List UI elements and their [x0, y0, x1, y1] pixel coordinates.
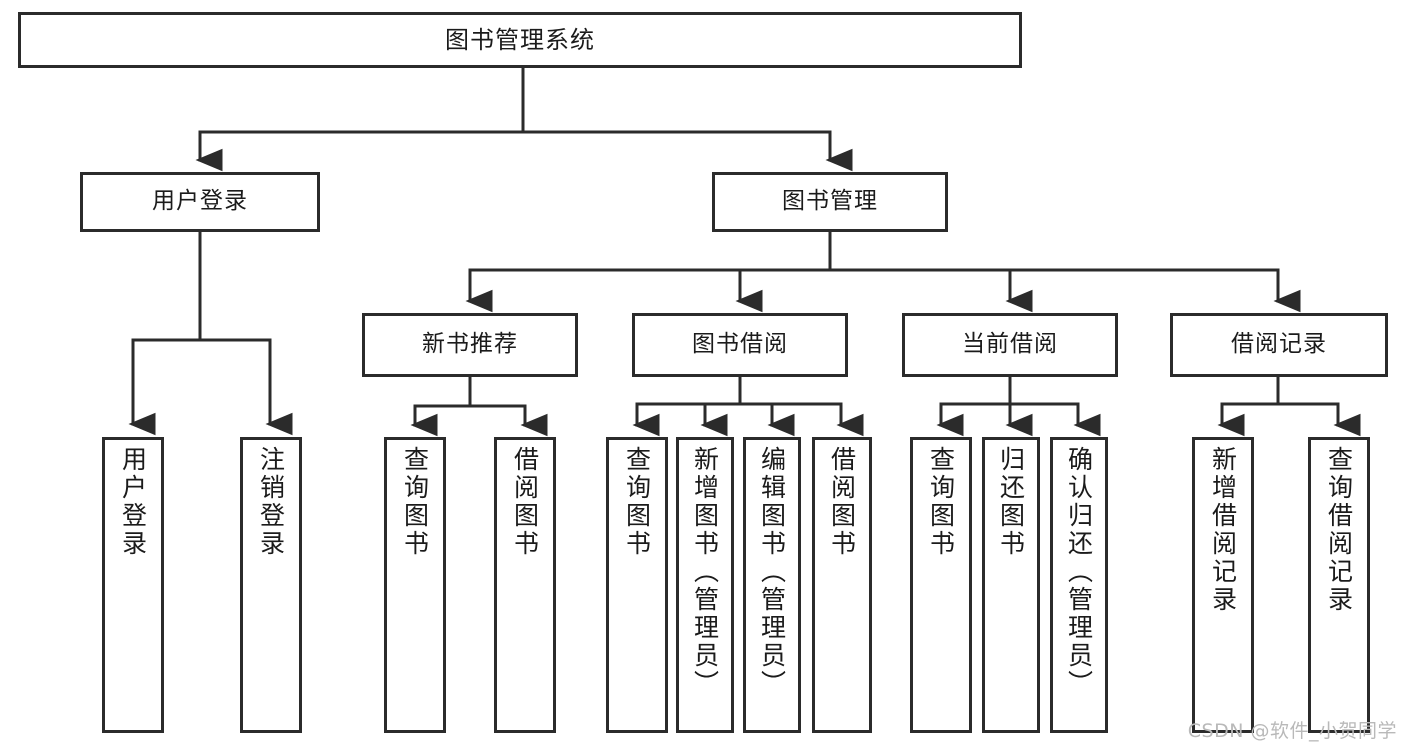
node-label: 当前借阅 [962, 331, 1058, 358]
leaf-query-book-borrow[interactable]: 查询图书 [606, 437, 668, 733]
leaf-query-record[interactable]: 查询借阅记录 [1308, 437, 1370, 733]
node-current-borrow[interactable]: 当前借阅 [902, 313, 1118, 377]
node-new-book-rec[interactable]: 新书推荐 [362, 313, 578, 377]
leaf-return-book[interactable]: 归还图书 [982, 437, 1040, 733]
node-label: 查询图书 [400, 446, 430, 558]
node-label: 查询图书 [622, 446, 652, 558]
leaf-borrow-book-new[interactable]: 借阅图书 [494, 437, 556, 733]
node-book-borrow[interactable]: 图书借阅 [632, 313, 848, 377]
node-label: 图书管理系统 [445, 25, 595, 54]
leaf-borrow-book-borrow[interactable]: 借阅图书 [812, 437, 872, 733]
leaf-confirm-return[interactable]: 确认归还（管理员） [1050, 437, 1108, 733]
leaf-query-book-new[interactable]: 查询图书 [384, 437, 446, 733]
node-label: 新书推荐 [422, 331, 518, 358]
node-label: 查询图书 [926, 446, 956, 558]
leaf-add-record[interactable]: 新增借阅记录 [1192, 437, 1254, 733]
node-label: 注销登录 [256, 446, 286, 558]
leaf-query-book-current[interactable]: 查询图书 [910, 437, 972, 733]
node-book-manage[interactable]: 图书管理 [712, 172, 948, 232]
watermark-text: CSDN @软件_小贺同学 [1187, 720, 1397, 742]
leaf-add-book[interactable]: 新增图书（管理员） [676, 437, 734, 733]
leaf-user-login[interactable]: 用户登录 [102, 437, 164, 733]
node-label: 借阅记录 [1231, 331, 1327, 358]
node-label: 用户登录 [152, 188, 248, 215]
node-label: 编辑图书（管理员） [757, 446, 787, 698]
node-root-system[interactable]: 图书管理系统 [18, 12, 1022, 68]
node-label: 借阅图书 [510, 446, 540, 558]
node-label: 归还图书 [996, 446, 1026, 558]
node-borrow-record[interactable]: 借阅记录 [1170, 313, 1388, 377]
node-label: 查询借阅记录 [1324, 446, 1354, 614]
node-label: 新增借阅记录 [1208, 446, 1238, 614]
node-label: 新增图书（管理员） [690, 446, 720, 698]
node-label: 用户登录 [118, 446, 148, 558]
node-user-login[interactable]: 用户登录 [80, 172, 320, 232]
node-label: 图书借阅 [692, 331, 788, 358]
node-label: 图书管理 [782, 188, 878, 215]
node-label: 借阅图书 [827, 446, 857, 558]
leaf-edit-book[interactable]: 编辑图书（管理员） [743, 437, 801, 733]
leaf-user-logout[interactable]: 注销登录 [240, 437, 302, 733]
node-label: 确认归还（管理员） [1064, 446, 1094, 698]
